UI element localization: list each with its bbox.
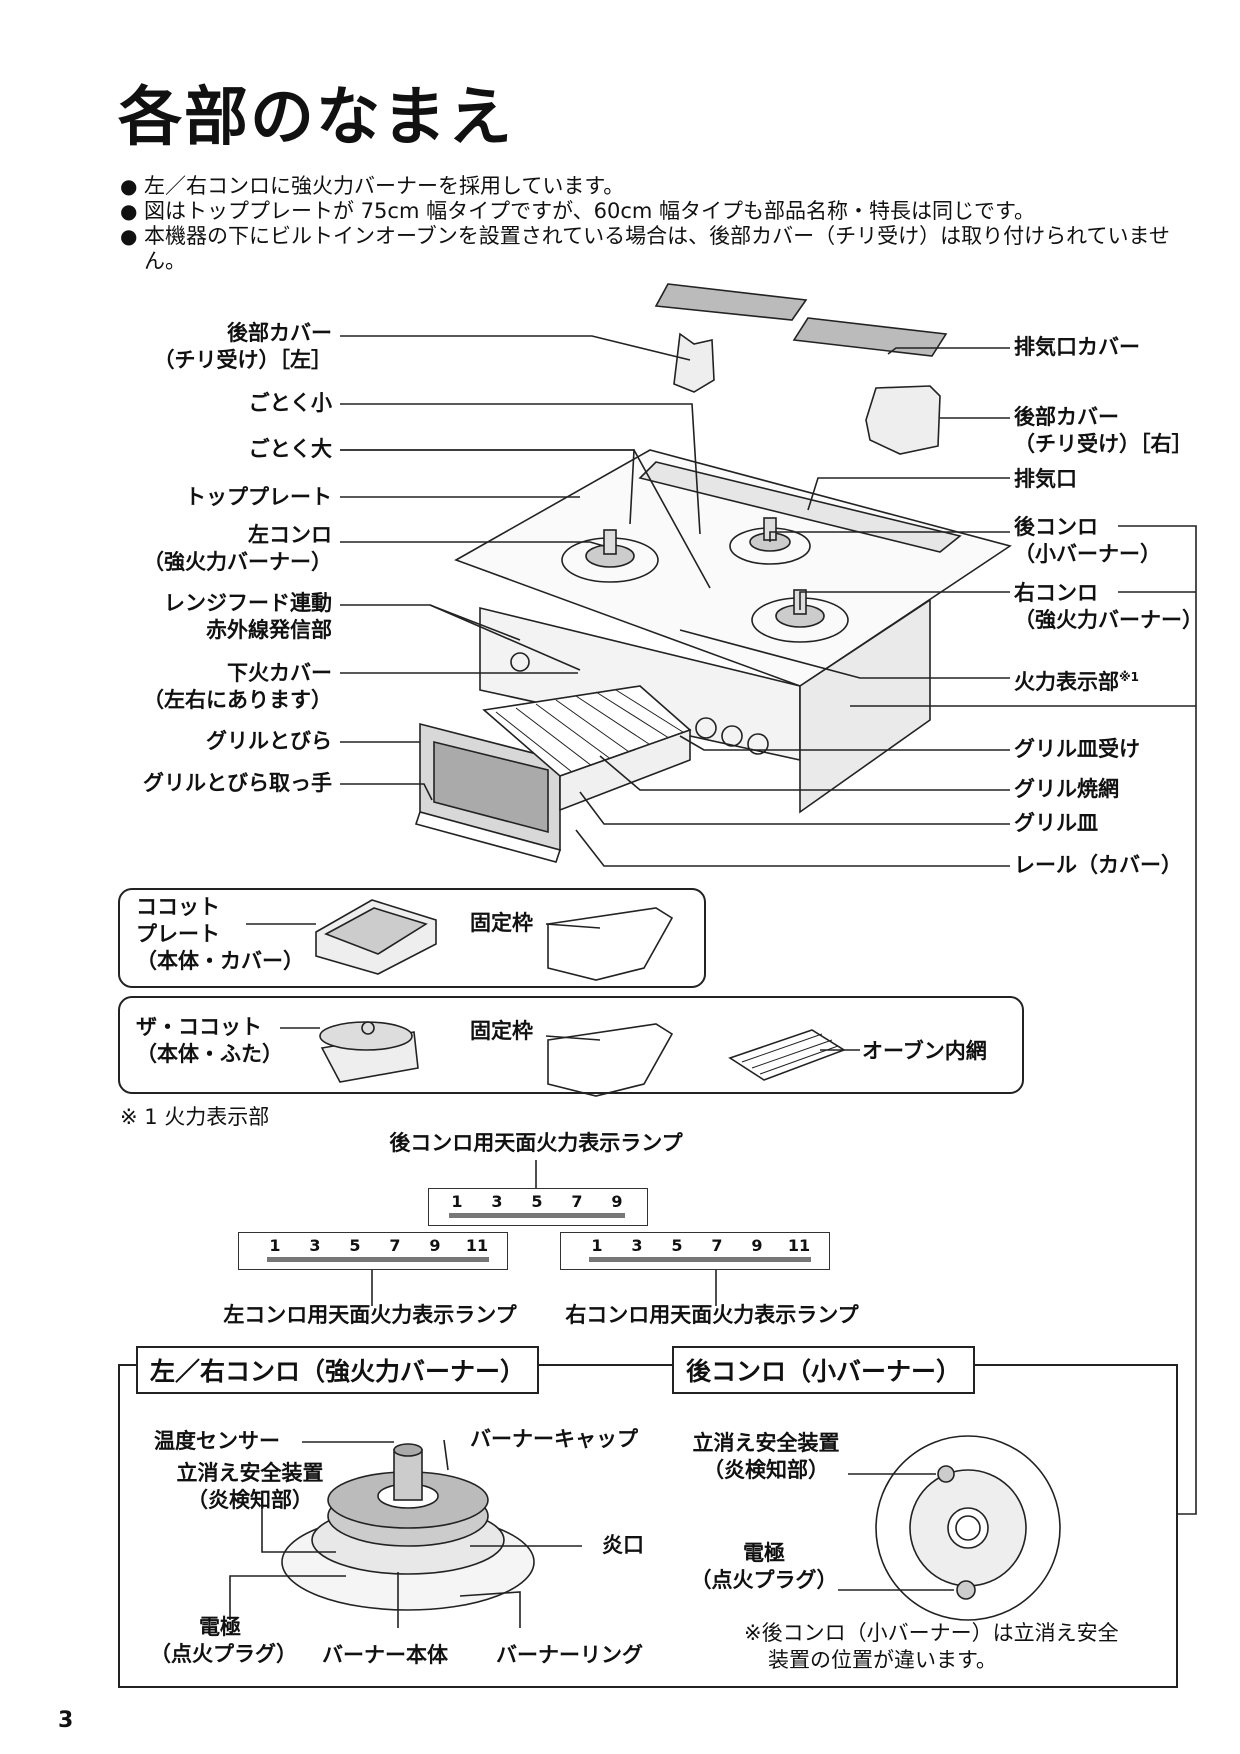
label-rear-cover-right: 後部カバー （チリ受け）［右］ (1014, 405, 1193, 456)
label-hood-link: レンジフード連動 赤外線発信部 (164, 591, 332, 642)
label-top-plate: トッププレート (185, 485, 332, 509)
label-fixed-frame-1: 固定枠 (470, 911, 533, 935)
label-gotoku-small: ごとく小 (248, 391, 332, 415)
label-rear-lamp: 後コンロ用天面火力表示ランプ (389, 1131, 683, 1155)
page-number: 3 (58, 1708, 74, 1733)
label-electrode-small: 電極 （点火プラグ） (690, 1541, 838, 1592)
label-grill-tray-holder: グリル皿受け (1014, 737, 1140, 761)
label-fixed-frame-2: 固定枠 (470, 1019, 533, 1043)
label-flame-display: 火力表示部※1 (1014, 670, 1140, 694)
label-burner-body: バーナー本体 (322, 1643, 448, 1667)
label-exhaust-cover: 排気口カバー (1014, 335, 1140, 359)
label-grill-door: グリルとびら (206, 729, 332, 753)
label-grill-door-handle: グリルとびら取っ手 (143, 771, 332, 795)
burner-note: ※後コンロ（小バーナー）は立消え安全 装置の位置が違います。 (744, 1621, 1119, 1672)
label-left-burner: 左コンロ （強火力バーナー） (143, 523, 332, 574)
label-under-cover: 下火カバー （左右にあります） (143, 661, 332, 712)
label-safety-device-small: 立消え安全装置 （炎検知部） (692, 1431, 840, 1482)
left-lamp-scale: 1 3 5 7 9 11 (238, 1232, 508, 1270)
right-lamp-scale: 1 3 5 7 9 11 (560, 1232, 830, 1270)
large-burner-shape (281, 1443, 535, 1611)
section-title-left-right-burner: 左／右コンロ（強火力バーナー） (136, 1346, 540, 1394)
label-burner-cap: バーナーキャップ (470, 1427, 638, 1451)
burner-section-frame (118, 1364, 1178, 1688)
rear-cover-left-part (673, 332, 715, 393)
label-electrode-large: 電極 （点火プラグ） (150, 1615, 297, 1666)
fixed-frame-shape (547, 907, 674, 981)
top-plate-shape (454, 449, 1012, 687)
label-grill-net: グリル焼網 (1014, 777, 1119, 801)
bullet-item: 左／右コンロに強火力バーナーを採用しています。 (120, 174, 1180, 199)
label-burner-ring: バーナーリング (496, 1643, 643, 1667)
label-rear-cover-left: 後部カバー （チリ受け）［左］ (153, 321, 333, 372)
label-left-lamp: 左コンロ用天面火力表示ランプ (223, 1303, 517, 1327)
label-gotoku-large: ごとく大 (248, 437, 332, 461)
label-grill-tray: グリル皿 (1014, 811, 1098, 835)
exhaust-cover-left (654, 283, 808, 321)
page-title: 各部のなまえ (118, 81, 514, 155)
label-right-lamp: 右コンロ用天面火力表示ランプ (565, 1303, 859, 1327)
rear-lamp-scale: 1 3 5 7 9 (428, 1188, 648, 1226)
bullet-item: 本機器の下にビルトインオーブンを設置されている場合は、後部カバー（チリ受け）は取… (120, 224, 1180, 274)
label-right-burner: 右コンロ （強火力バーナー） (1014, 581, 1203, 632)
small-burner-shape (875, 1435, 1061, 1621)
accessory-box-the-cocotte (118, 996, 1024, 1094)
label-rear-burner: 後コンロ （小バーナー） (1014, 515, 1161, 566)
label-flame-port: 炎口 (602, 1533, 644, 1557)
section-title-rear-burner: 後コンロ（小バーナー） (672, 1346, 976, 1394)
label-temp-sensor: 温度センサー (154, 1429, 280, 1453)
label-rail: レール（カバー） (1014, 853, 1182, 877)
bullet-list: 左／右コンロに強火力バーナーを採用しています。 図はトッププレートが 75cm … (120, 174, 1180, 274)
label-exhaust: 排気口 (1014, 467, 1077, 491)
accessory-box-cocotte-plate (118, 888, 706, 988)
label-the-cocotte: ザ・ココット （本体・ふた） (136, 1015, 283, 1066)
exhaust-cover-right (792, 317, 948, 357)
label-cocotte-plate: ココット プレート （本体・カバー） (136, 895, 304, 973)
label-oven-net: オーブン内網 (862, 1039, 987, 1063)
left-burner-shape (561, 529, 659, 583)
footnote-title: ※ 1 火力表示部 (120, 1105, 270, 1129)
rear-cover-right-part (865, 385, 941, 455)
bullet-item: 図はトッププレートが 75cm 幅タイプですが、60cm 幅タイプも部品名称・特… (120, 199, 1180, 224)
label-safety-device-large: 立消え安全装置 （炎検知部） (176, 1461, 324, 1512)
